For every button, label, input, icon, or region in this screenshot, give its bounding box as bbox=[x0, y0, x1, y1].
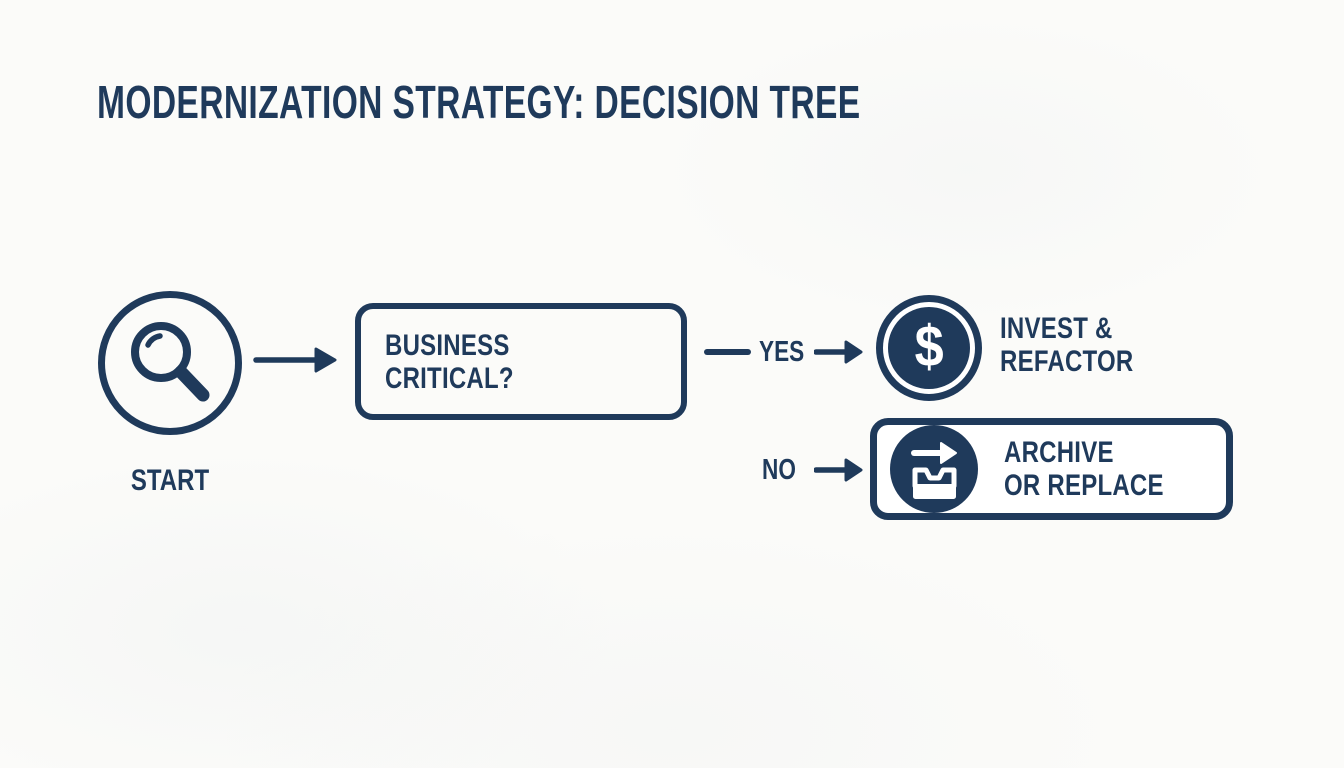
dollar-symbol: $ bbox=[914, 314, 944, 379]
archive-tray-icon bbox=[890, 425, 978, 513]
invest-outcome-line2: REFACTOR bbox=[1000, 345, 1134, 378]
dollar-coin-core: $ bbox=[888, 307, 970, 389]
arrow-yes-icon bbox=[814, 340, 863, 364]
invest-outcome-line1: INVEST & bbox=[1000, 312, 1113, 345]
decision-label-line1: BUSINESS bbox=[385, 328, 510, 362]
arrow-start-to-decision-icon bbox=[253, 347, 337, 373]
archive-outcome-node: ARCHIVE OR REPLACE bbox=[870, 418, 1233, 520]
yes-branch-label: YES bbox=[759, 336, 805, 368]
start-label: START bbox=[130, 464, 210, 497]
decision-label-line2: CRITICAL? bbox=[385, 361, 514, 395]
dollar-coin-icon: $ bbox=[876, 295, 982, 401]
no-branch-label: NO bbox=[762, 454, 796, 486]
decision-node-business-critical: BUSINESS CRITICAL? bbox=[355, 303, 687, 420]
yes-connector-line bbox=[704, 349, 751, 355]
archive-outcome-label: ARCHIVE OR REPLACE bbox=[1004, 436, 1204, 502]
archive-outcome-line2: OR REPLACE bbox=[1004, 469, 1164, 502]
magnifier-icon bbox=[131, 322, 210, 402]
arrow-no-icon bbox=[814, 458, 863, 482]
start-node bbox=[98, 291, 242, 435]
page-title: MODERNIZATION STRATEGY: DECISION TREE bbox=[97, 76, 861, 128]
archive-outcome-line1: ARCHIVE bbox=[1004, 436, 1114, 469]
invest-outcome-label: INVEST & REFACTOR bbox=[1000, 312, 1167, 378]
